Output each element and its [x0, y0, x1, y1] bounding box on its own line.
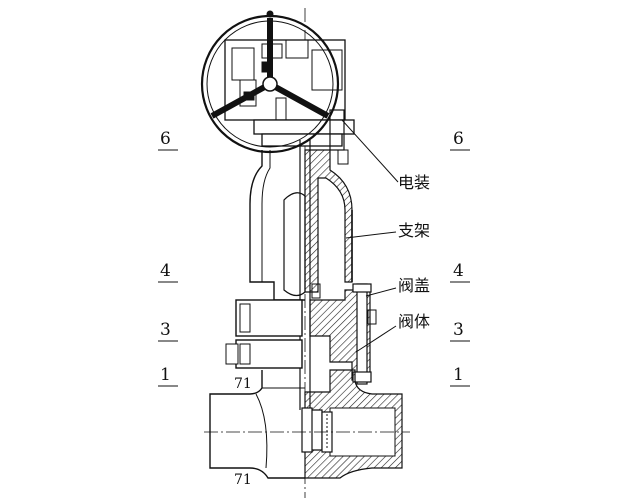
- mark-71-lower: 71: [234, 472, 252, 488]
- level-right-1: 1: [453, 365, 464, 385]
- level-markers-left: 6 4 3 1: [158, 129, 178, 387]
- level-left-1: 1: [160, 365, 171, 385]
- level-markers-right: 6 4 3 1: [450, 129, 470, 387]
- label-bonnet: 阀盖: [398, 276, 430, 295]
- level-left-3: 3: [160, 320, 171, 340]
- label-electric-actuator: 电装: [398, 173, 430, 192]
- level-right-4: 4: [453, 261, 464, 281]
- label-valve-body: 阀体: [398, 312, 430, 331]
- valve-body: [209, 369, 403, 479]
- level-left-4: 4: [160, 261, 171, 281]
- callout-leaders: [341, 119, 399, 353]
- bracket-yoke: [249, 149, 353, 301]
- level-right-3: 3: [453, 320, 464, 340]
- label-bracket: 支架: [398, 221, 430, 240]
- bonnet-assembly: [225, 283, 377, 385]
- electric-actuator: [224, 39, 355, 165]
- level-left-6: 6: [160, 129, 171, 149]
- level-right-6: 6: [453, 129, 464, 149]
- handwheel: [200, 10, 340, 154]
- mark-71-upper: 71: [234, 376, 252, 392]
